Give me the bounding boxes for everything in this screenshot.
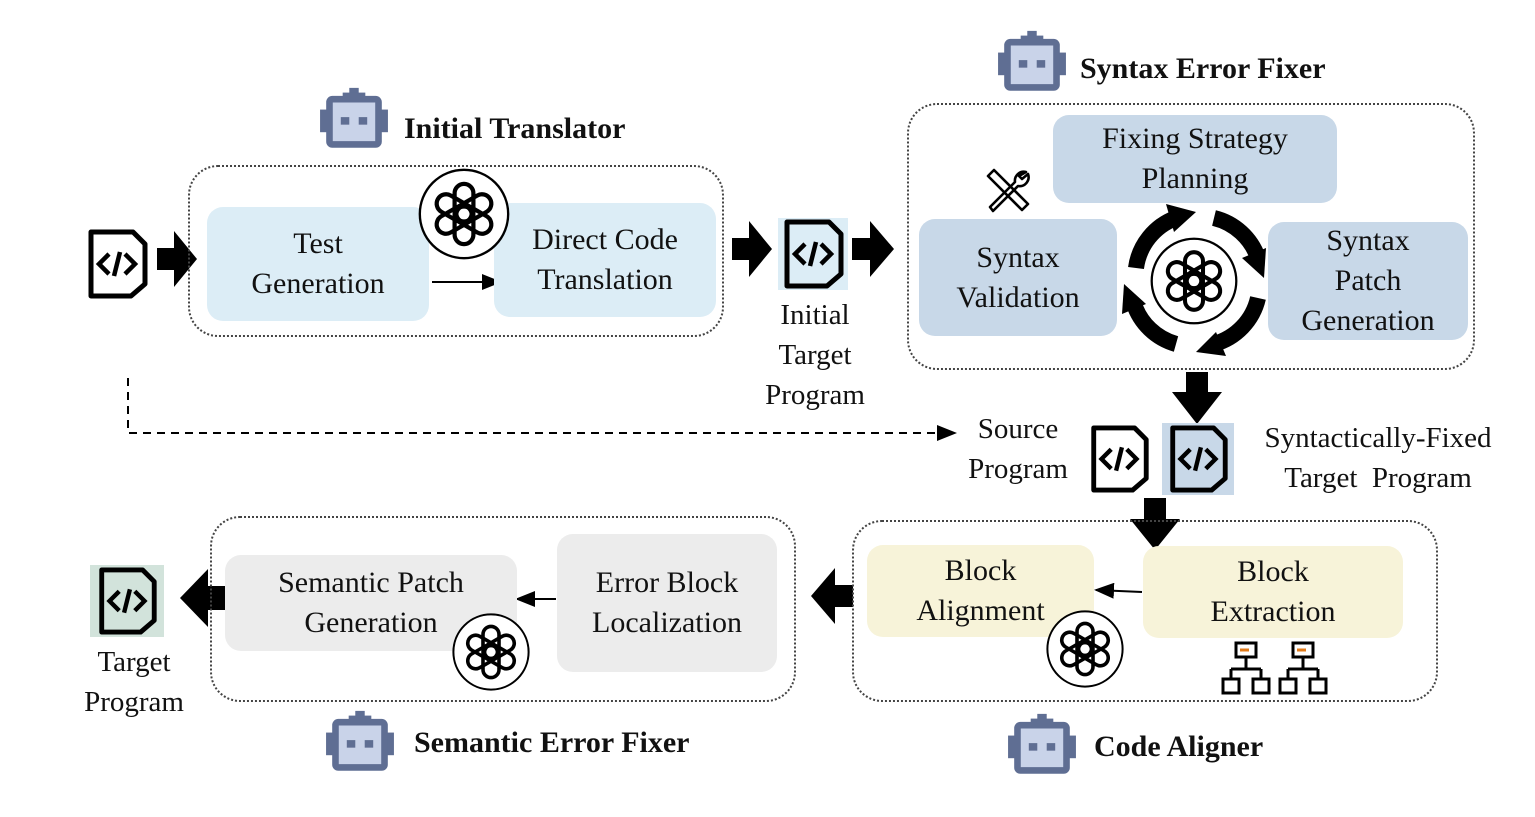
syntactically-fixed-target-program-label: Syntactically-Fixed Target Program (1264, 422, 1492, 494)
semantic-patch-generation-label: Semantic Patch Generation (278, 566, 464, 639)
arrow-semantic-fixer-to-target (180, 569, 228, 627)
direct-code-translation-label: Direct Code Translation (532, 223, 678, 296)
llm-logo-icon (1149, 236, 1239, 326)
code-file-icon (84, 228, 150, 300)
initial-target-program-label: Initial Target Program (765, 299, 865, 411)
syntax-error-fixer-title: Syntax Error Fixer (1080, 52, 1326, 85)
arrow-initial-program-to-syntax-fixer (852, 221, 894, 277)
block-extraction-box: Block Extraction (1143, 546, 1403, 638)
fixing-strategy-planning-box: Fixing Strategy Planning (1053, 115, 1337, 203)
robot-icon (1004, 712, 1080, 778)
block-alignment-box: Block Alignment (867, 545, 1094, 637)
error-block-localization-box: Error Block Localization (557, 534, 777, 672)
source-program-label: Source Program (968, 413, 1068, 485)
robot-icon (322, 709, 398, 775)
initial-translator-group (188, 165, 724, 337)
code-aligner-title: Code Aligner (1094, 730, 1264, 763)
arrow-syntax-fixer-down (1172, 372, 1222, 424)
semantic-error-fixer-title: Semantic Error Fixer (414, 726, 690, 759)
code-file-icon (1087, 424, 1151, 494)
syntax-error-fixer-group (907, 103, 1475, 370)
block-extraction-label: Block Extraction (1210, 555, 1336, 628)
direct-code-translation-box: Direct Code Translation (494, 203, 716, 317)
fixing-strategy-planning-label: Fixing Strategy Planning (1102, 122, 1288, 195)
refinement-cycle-heads (1122, 204, 1266, 356)
arrow-translator-to-initial-program (732, 221, 772, 277)
syntax-validation-box: Syntax Validation (919, 219, 1117, 336)
test-generation-box: Test Generation (207, 207, 429, 321)
test-generation-label: Test Generation (251, 227, 385, 300)
code-aligner-group (852, 520, 1438, 702)
syntax-patch-generation-label: Syntax Patch Generation (1301, 224, 1435, 337)
robot-icon (994, 29, 1070, 95)
syntax-patch-generation-box: Syntax Patch Generation (1268, 222, 1468, 340)
tools-icon (986, 168, 1030, 213)
code-file-icon (780, 218, 846, 290)
semantic-error-fixer-group (210, 516, 796, 702)
robot-icon (316, 86, 392, 152)
arrow-fixed-program-to-aligner (1130, 498, 1180, 550)
llm-logo-icon (417, 167, 511, 261)
error-block-localization-label: Error Block Localization (592, 566, 742, 639)
refinement-cycle (1126, 210, 1266, 352)
llm-logo-icon (1045, 609, 1125, 689)
initial-translator-title: Initial Translator (404, 112, 626, 145)
dashed-source-path (127, 378, 957, 441)
arrow-source-to-translator (157, 231, 197, 287)
arrow-extraction-to-alignment (1094, 582, 1143, 599)
target-program-label: Target Program (84, 646, 184, 718)
syntax-validation-label: Syntax Validation (956, 240, 1080, 314)
arrow-aligner-to-semantic-fixer (811, 568, 853, 624)
llm-logo-icon (451, 612, 531, 692)
tree-structure-icon (1221, 641, 1271, 697)
block-alignment-label: Block Alignment (916, 554, 1045, 627)
tree-structure-icon (1278, 641, 1328, 697)
code-file-icon (1166, 424, 1230, 494)
code-file-icon (94, 566, 160, 636)
